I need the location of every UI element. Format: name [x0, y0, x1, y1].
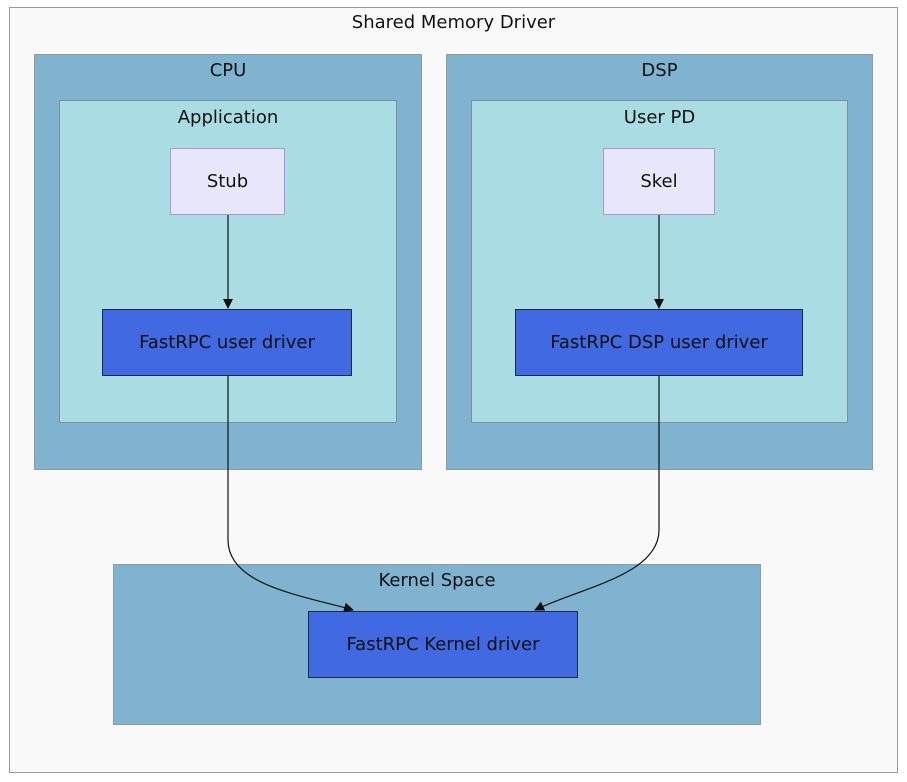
shared-memory-driver-title: Shared Memory Driver — [351, 12, 556, 33]
kernel-space-title: Kernel Space — [378, 570, 496, 591]
cpu-title: CPU — [209, 60, 247, 81]
fastrpc-user-driver-node: FastRPC user driver — [102, 309, 352, 376]
stub-node: Stub — [170, 148, 285, 215]
fastrpc-kernel-driver-node: FastRPC Kernel driver — [308, 611, 578, 678]
fastrpc-dsp-user-driver-node: FastRPC DSP user driver — [515, 309, 803, 376]
user-pd-title: User PD — [623, 107, 696, 128]
dsp-title: DSP — [641, 60, 678, 81]
skel-node: Skel — [603, 148, 715, 215]
application-title: Application — [177, 107, 279, 128]
